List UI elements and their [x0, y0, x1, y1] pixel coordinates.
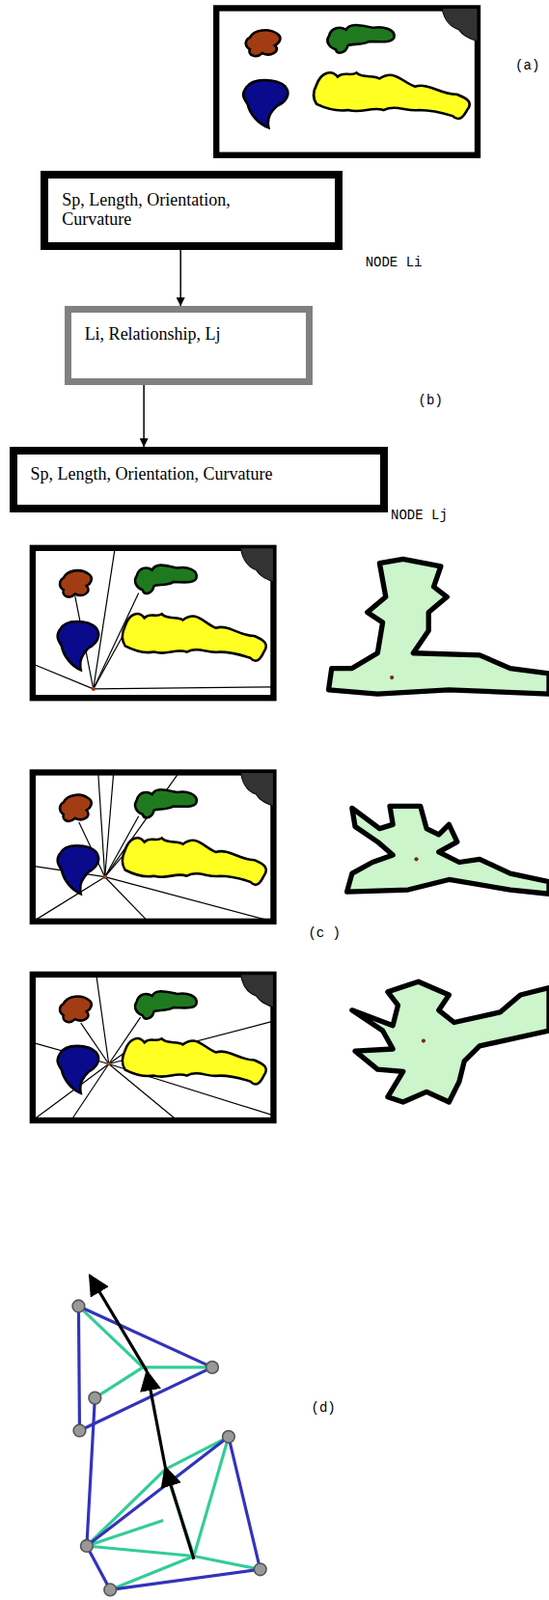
attribute-box: Sp, Length, Orientation, Curvature [40, 170, 343, 250]
flow-arrow [179, 249, 182, 306]
free-space-c3 [352, 981, 549, 1102]
node-text: Sp, Length, Orientation, Curvature [61, 190, 284, 230]
graph-d [72, 1275, 267, 1596]
attribute-box: Li, Relationship, Lj [64, 305, 313, 385]
panel-label: (c ) [307, 925, 341, 941]
panel-label: (b) [418, 392, 443, 409]
map-c2 [32, 771, 275, 922]
panel-label: NODE Li [365, 254, 423, 271]
flow-arrow [142, 384, 145, 448]
map-c3 [32, 974, 275, 1121]
node-text: Sp, Length, Orientation, Curvature [30, 464, 367, 485]
node-text: Li, Relationship, Lj [84, 324, 293, 345]
panel-label: NODE Lj [390, 507, 448, 523]
free-space-c1 [329, 558, 549, 694]
panel-label: (a) [515, 57, 540, 74]
attribute-box: Sp, Length, Orientation, Curvature [9, 446, 388, 513]
map-a [216, 7, 478, 155]
free-space-c2 [347, 805, 549, 894]
map-c1 [32, 548, 275, 698]
panel-label: (d) [311, 1399, 336, 1416]
